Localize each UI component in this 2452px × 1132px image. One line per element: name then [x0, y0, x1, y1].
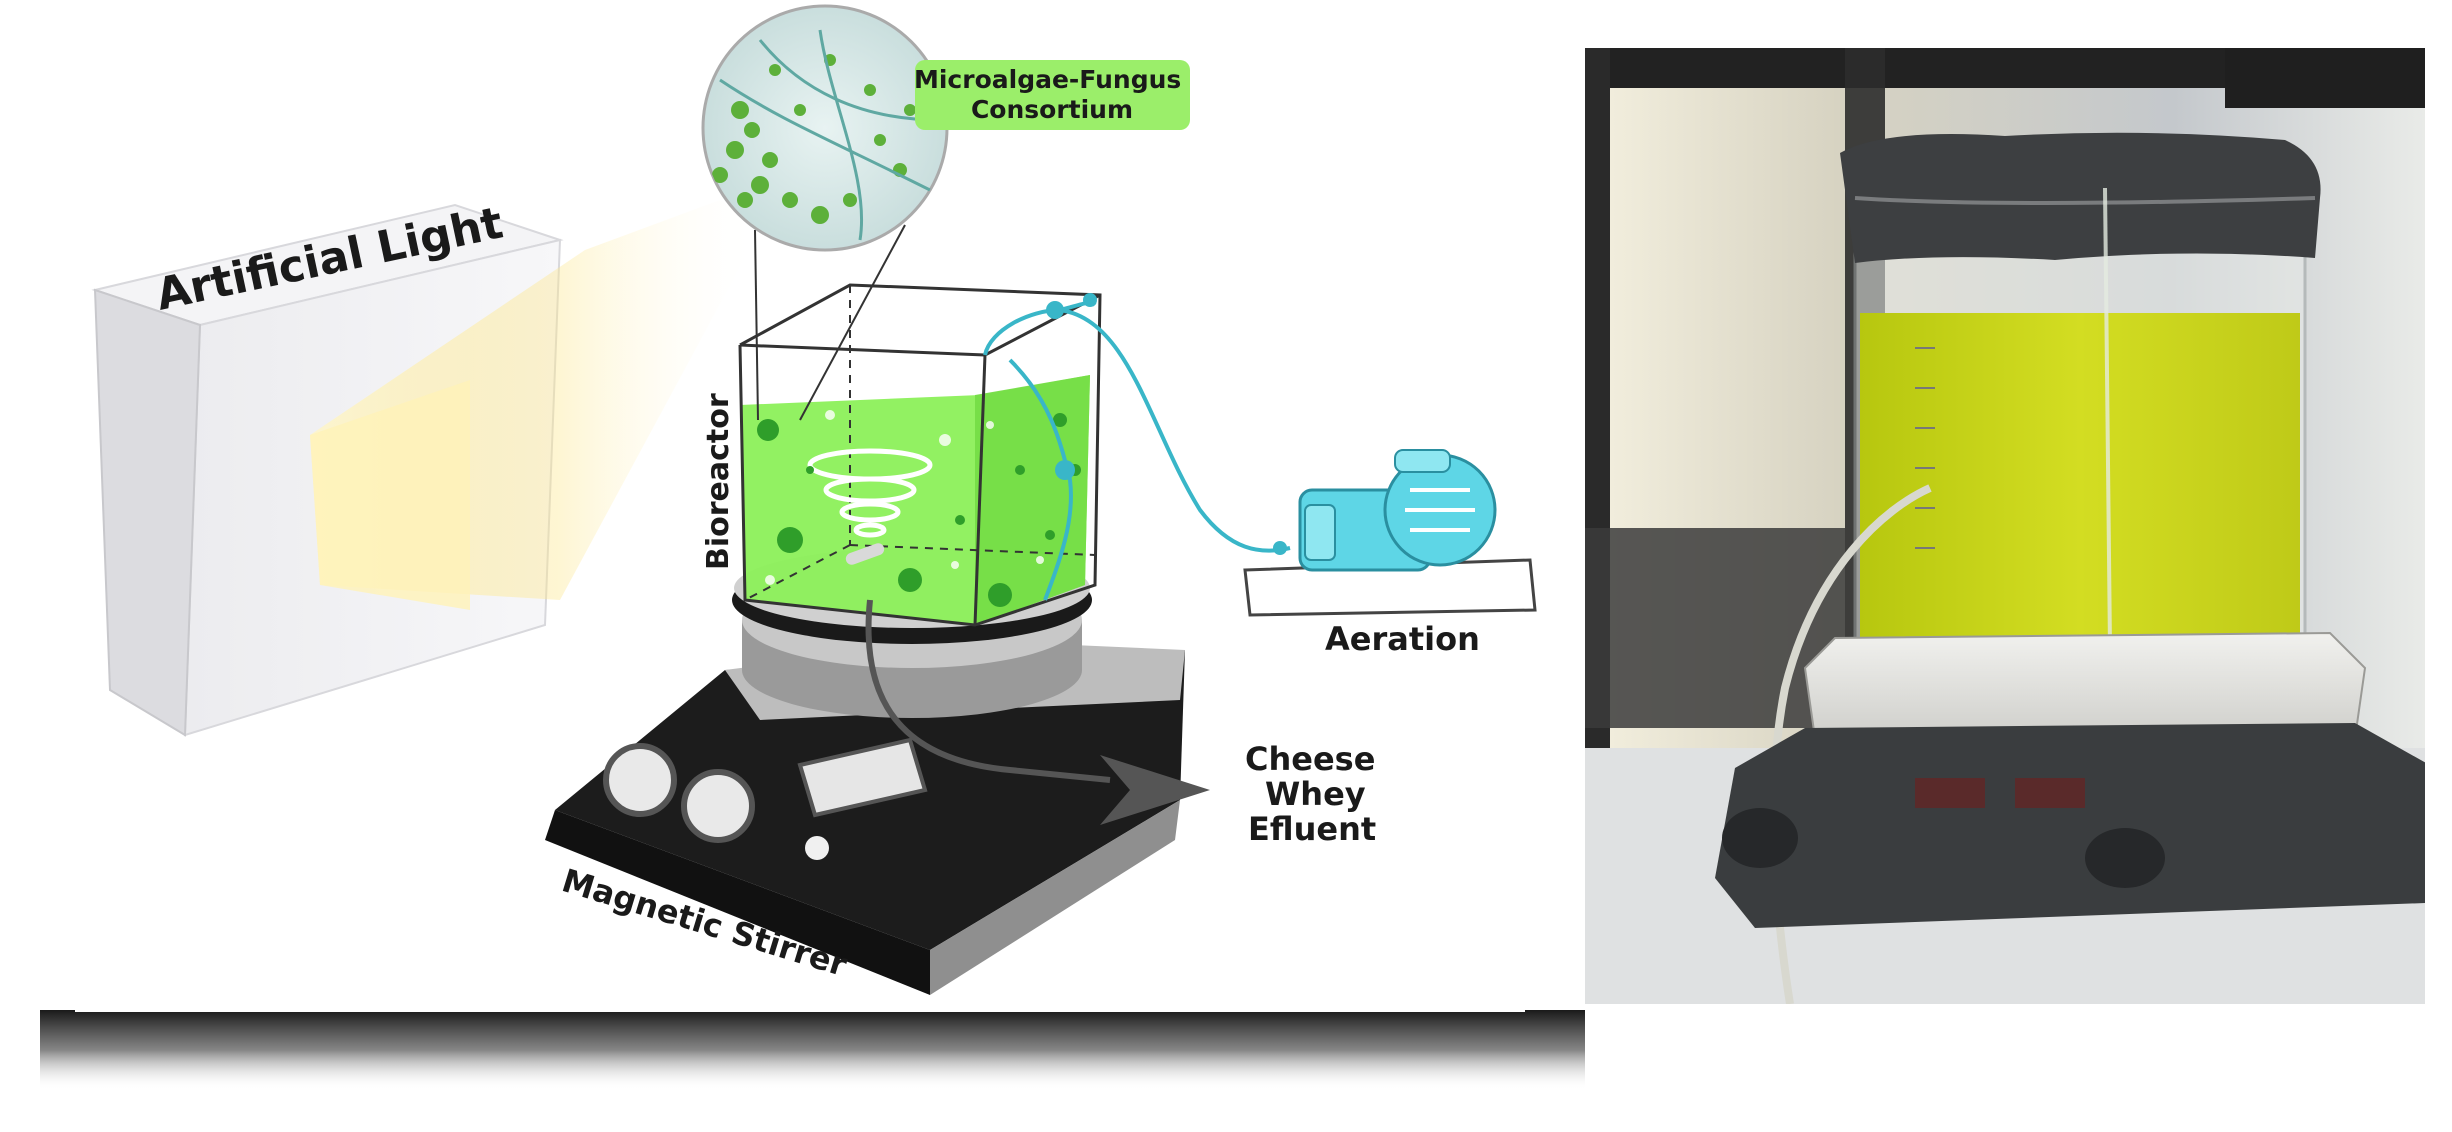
aeration-label: Aeration — [1325, 620, 1480, 658]
air-pump-icon — [1243, 449, 1537, 617]
diagram-svg: Artificial Light Magnetic Stirrer — [40, 4, 1585, 1090]
outlet-arrow-icon — [865, 599, 1210, 825]
drop-shadow — [40, 1010, 1585, 1090]
light-panel-icon — [91, 200, 760, 737]
bioreactor-icon — [738, 283, 1102, 627]
stirrer-photo-icon — [1715, 631, 2425, 928]
effluent-label: Cheese Whey Efluent — [1245, 740, 1387, 848]
schematic-diagram: Artificial Light Magnetic Stirrer — [40, 4, 1585, 1090]
consortium-label-bg — [915, 60, 1190, 130]
photo-svg — [1585, 48, 2425, 1004]
microscope-view-icon — [701, 4, 949, 252]
reactor-photo — [1585, 48, 2425, 1004]
consortium-label: Microalgae-Fungus Consortium — [914, 65, 1190, 124]
beaker-icon — [1840, 132, 2321, 680]
bioreactor-label: Bioreactor — [701, 393, 736, 570]
